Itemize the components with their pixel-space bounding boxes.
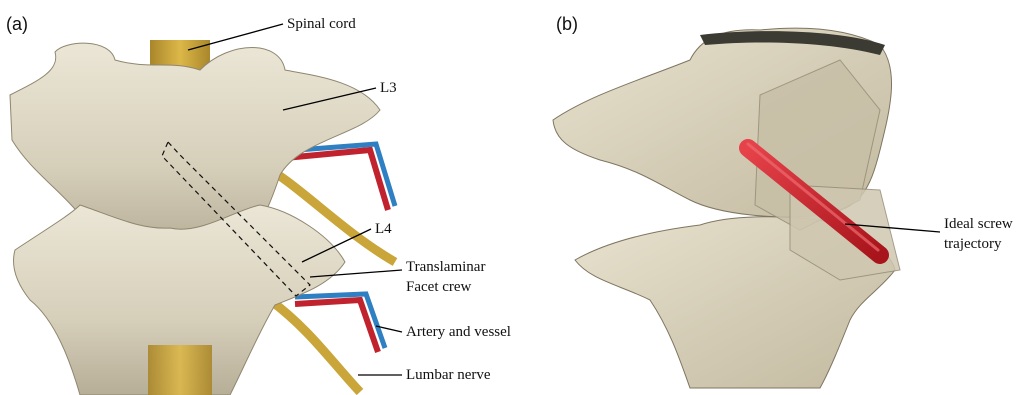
- label-spinal-cord: Spinal cord: [287, 16, 356, 32]
- panel-b-letter: (b): [556, 14, 578, 34]
- label-screw-line2: trajectory: [944, 236, 1002, 252]
- label-screw-line1: Ideal screw: [944, 216, 1013, 232]
- label-nerve: Lumbar nerve: [406, 367, 491, 383]
- label-artery: Artery and vessel: [406, 324, 511, 340]
- panel-b: (b) Ideal screw trajectory: [553, 14, 1013, 388]
- artery-lower: [295, 300, 378, 352]
- leader-spinal-cord: [188, 24, 283, 50]
- spine-illustration-a: [10, 40, 395, 395]
- label-l4: L4: [375, 221, 392, 237]
- label-facet-line2: Facet crew: [406, 279, 472, 295]
- spinal-cord-visible-lower: [148, 345, 212, 395]
- spine-model-b: [553, 28, 900, 388]
- nerve-root-lower: [270, 300, 360, 392]
- panel-a-letter: (a): [6, 14, 28, 34]
- label-facet-line1: Translaminar: [406, 259, 485, 275]
- label-l3: L3: [380, 80, 397, 96]
- panel-a: (a) Spinal cord L3: [6, 14, 511, 395]
- artery-upper: [285, 150, 388, 210]
